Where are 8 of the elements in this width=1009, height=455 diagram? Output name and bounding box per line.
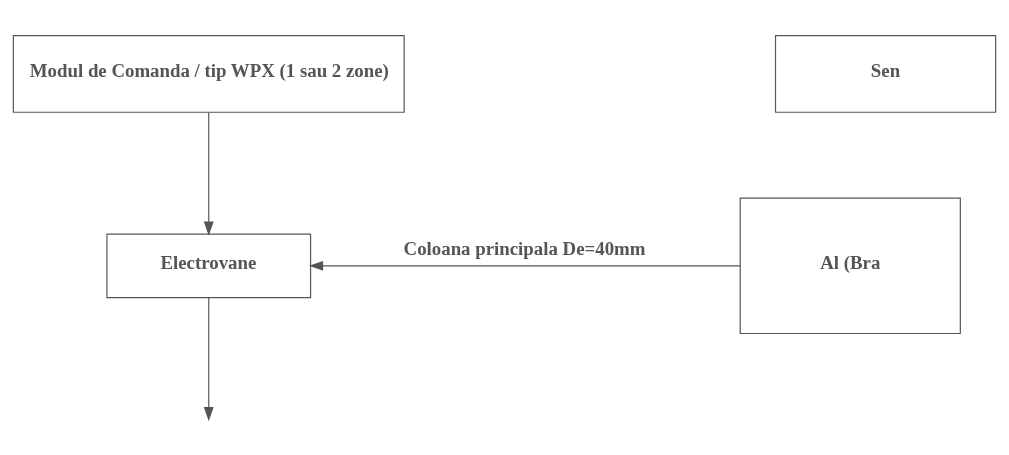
- arrow: [203, 111, 214, 236]
- node-box: Modul de Comanda / tip WPX (1 sau 2 zone): [12, 34, 405, 113]
- arrow: [308, 260, 741, 271]
- node-box: Electrovane: [106, 232, 312, 298]
- node-box: Sen: [774, 34, 997, 113]
- edge-label: Coloana principala De=40mm: [403, 237, 646, 259]
- arrow: [203, 296, 214, 421]
- node-box: Al (Bra: [739, 197, 961, 334]
